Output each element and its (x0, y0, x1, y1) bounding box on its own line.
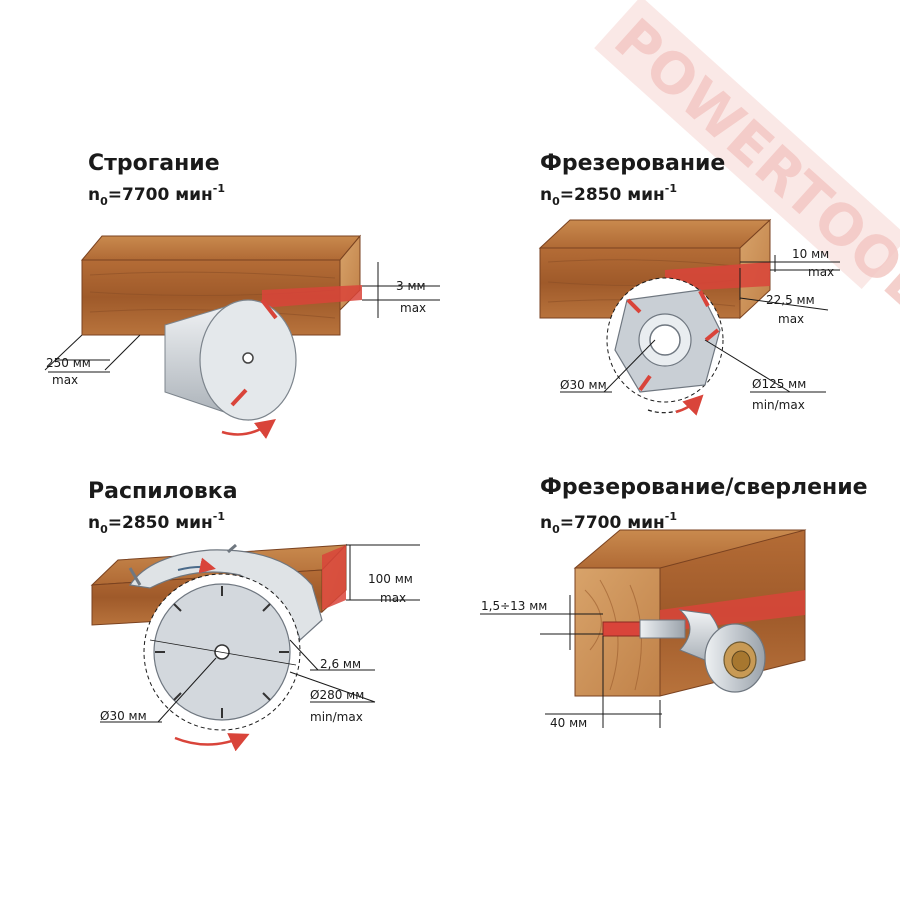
milling-speed: n0=2850 мин-1 (540, 182, 677, 208)
svg-text:1,5÷13 мм: 1,5÷13 мм (481, 599, 547, 613)
planing-rotation-arrow (221, 419, 277, 439)
planing-wood-block (80, 234, 362, 336)
panel-milling: Фрезерование n0=2850 мин-1 1 (538, 151, 840, 416)
sawing-kerf-dimension: 2,6 мм (289, 639, 375, 671)
svg-text:max: max (778, 312, 804, 326)
planing-title: Строгание (88, 151, 220, 176)
milling-rotation-arrow (675, 394, 704, 416)
sawing-speed: n0=2850 мин-1 (88, 510, 225, 536)
milling-depth-dimension: 10 мм max (740, 247, 840, 279)
router-bit-collet (639, 609, 766, 693)
svg-text:250 мм: 250 мм (46, 356, 91, 370)
svg-text:min/max: min/max (752, 398, 805, 412)
panel-planing: Строгание n0=7700 мин-1 250 мм (44, 151, 440, 439)
milling-bore-dimension: Ø30 мм (560, 339, 656, 393)
saw-blade-guard (128, 543, 323, 642)
sawing-depth-dimension: 100 мм max (346, 544, 420, 605)
svg-text:max: max (400, 301, 426, 315)
milling-diameter-dimension: Ø125 мм min/max (704, 339, 826, 412)
milling-cutter (606, 277, 724, 403)
milling-width-dimension: 22,5 мм max (739, 268, 829, 326)
planer-drum (164, 298, 297, 421)
svg-text:max: max (808, 265, 834, 279)
sawing-bore-dimension: Ø30 мм (100, 657, 217, 723)
panel-drilling: Фрезерование/сверление n0=7700 мин-1 1,5… (480, 475, 868, 730)
sawing-rotation-arrow (174, 733, 250, 752)
drilling-speed: n0=7700 мин-1 (540, 510, 677, 536)
svg-text:10 мм: 10 мм (792, 247, 829, 261)
planing-speed: n0=7700 мин-1 (88, 182, 225, 208)
svg-text:Ø125 мм: Ø125 мм (752, 377, 806, 391)
svg-text:40 мм: 40 мм (550, 716, 587, 730)
sawing-diameter-dimension: Ø280 мм min/max (289, 671, 376, 724)
planing-width-dimension: 250 мм max (44, 334, 141, 387)
svg-text:100 мм: 100 мм (368, 572, 413, 586)
svg-text:max: max (380, 591, 406, 605)
drilling-depth-dimension: 40 мм (545, 636, 662, 730)
svg-text:min/max: min/max (310, 710, 363, 724)
panel-sawing: Распиловка n0=2850 мин-1 (88, 479, 420, 752)
svg-text:max: max (52, 373, 78, 387)
planing-depth-dimension: 3 мм max (362, 262, 440, 318)
svg-text:3 мм: 3 мм (396, 279, 426, 293)
svg-text:22,5 мм: 22,5 мм (766, 293, 815, 307)
svg-text:Ø30 мм: Ø30 мм (100, 709, 147, 723)
svg-text:Ø30 мм: Ø30 мм (560, 378, 607, 392)
drilling-title: Фрезерование/сверление (540, 475, 868, 500)
drilling-diameter-dimension: 1,5÷13 мм (480, 595, 603, 650)
sawing-title: Распиловка (88, 479, 238, 504)
svg-text:Ø280 мм: Ø280 мм (310, 688, 364, 702)
milling-title: Фрезерование (540, 151, 725, 176)
circular-saw-blade (143, 573, 301, 731)
svg-text:2,6 мм: 2,6 мм (320, 657, 361, 671)
